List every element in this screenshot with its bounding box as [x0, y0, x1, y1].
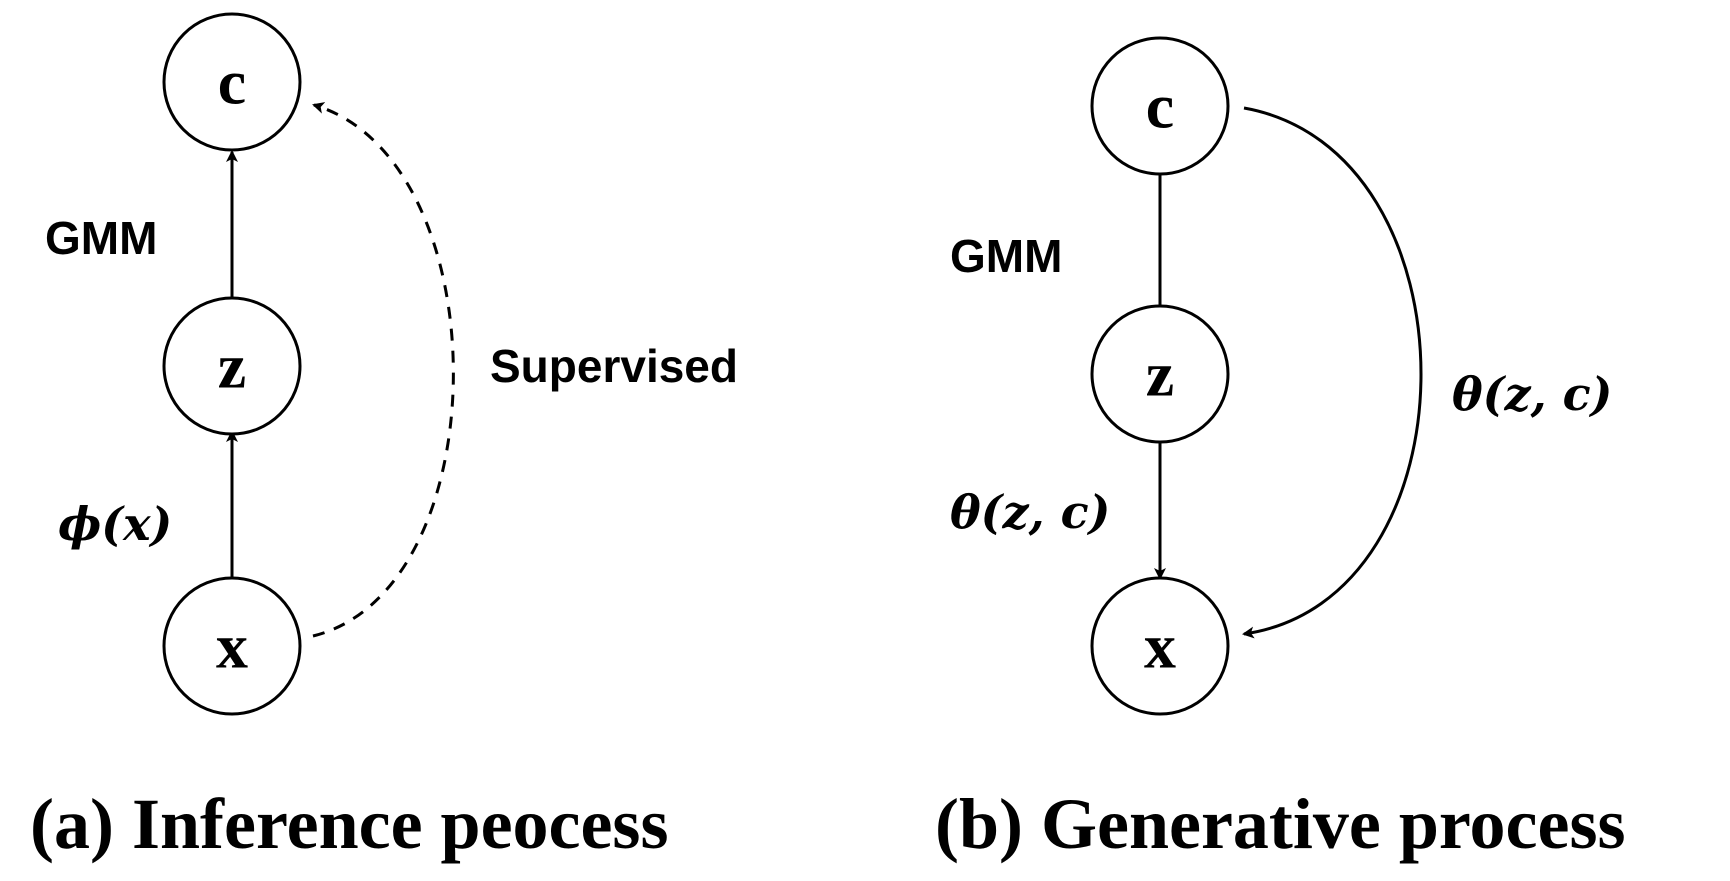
label-b-theta-zc-right: θ(z, c) — [1452, 367, 1612, 421]
panel-a-inference: c z x GMM ϕ(x) Supervised (a) Inference … — [30, 12, 738, 864]
caption-b: (b) Generative process — [935, 784, 1626, 864]
node-a-z-label: z — [218, 331, 246, 402]
panel-b-generative: c z x GMM θ(z, c) θ(z, c) (b) Generative… — [935, 36, 1626, 864]
node-b-x-label: x — [1144, 611, 1176, 682]
node-a-x-label: x — [216, 611, 248, 682]
label-a-supervised: Supervised — [490, 340, 738, 392]
node-b-c-label: c — [1146, 71, 1174, 142]
label-a-phi-x: ϕ(x) — [58, 497, 172, 551]
node-a-x: x — [162, 576, 302, 716]
label-a-gmm: GMM — [45, 212, 157, 264]
caption-a: (a) Inference peocess — [30, 784, 668, 864]
node-b-z-label: z — [1146, 339, 1174, 410]
node-b-c: c — [1090, 36, 1230, 176]
node-b-z: z — [1090, 304, 1230, 444]
edge-a-x-to-c-dashed — [312, 102, 455, 638]
label-b-theta-zc-left: θ(z, c) — [950, 485, 1110, 539]
edge-b-c-to-x-curved — [1242, 106, 1423, 639]
node-a-c-label: c — [218, 47, 246, 118]
node-a-c: c — [162, 12, 302, 152]
label-b-gmm: GMM — [950, 230, 1062, 282]
node-b-x: x — [1090, 576, 1230, 716]
node-a-z: z — [162, 296, 302, 436]
